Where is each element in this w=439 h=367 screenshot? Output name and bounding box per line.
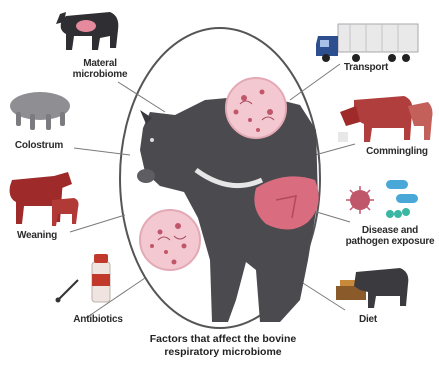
factor-label-antibiotics: Antibiotics [62, 314, 134, 325]
factor-label-weaning: Weaning [4, 230, 70, 241]
microbe-circle-lower [140, 210, 200, 270]
cattle-group-icon [338, 96, 433, 142]
factor-label-diet: Diet [348, 314, 388, 325]
feeding-cow-icon [336, 268, 408, 308]
microbe-circle-upper [226, 78, 286, 138]
cow-udder-icon [56, 12, 118, 50]
cow-and-calf-icon [10, 172, 79, 226]
factor-label-commingling: Commingling [355, 146, 439, 157]
medicine-bottle-icon [56, 254, 111, 303]
factor-label-transport: Transport [334, 62, 398, 73]
pathogen-icon [346, 180, 418, 218]
diagram-caption: Factors that affect the bovine respirato… [128, 333, 318, 359]
udder-icon [10, 92, 70, 130]
factor-label-disease: Disease and pathogen exposure [342, 225, 438, 247]
truck-icon [316, 24, 418, 62]
factor-label-colostrum: Colostrum [4, 140, 74, 151]
factor-label-maternal: Materal microbiome [62, 58, 138, 80]
